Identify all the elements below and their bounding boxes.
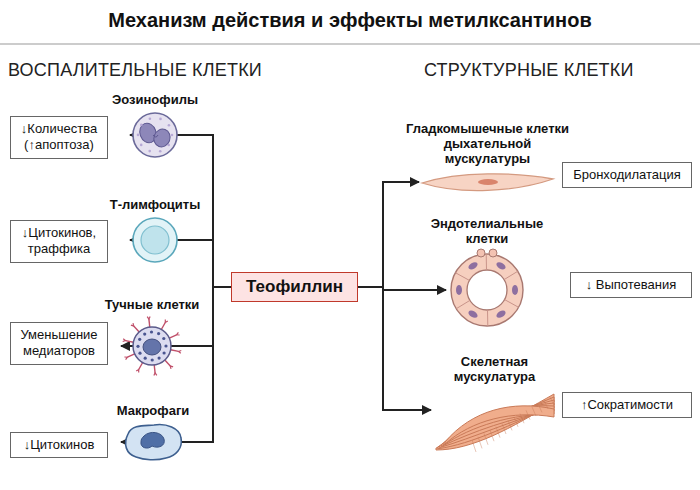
effect-text: ↓ Выпотевания [586,277,677,293]
drug-box: Теофиллин [231,272,358,302]
effect-text: ↓Количества (↑апоптоза) [16,121,102,154]
effect-box: Бронходилатация [562,162,692,188]
title-underline [0,43,700,44]
cell-name: Эозинофилы [112,93,198,108]
effect-text: ↓Цитокинов, траффика [16,225,102,258]
endothelial-cells-drawing [447,250,527,330]
effect-text: ↑Сократимости [581,397,673,413]
effect-box: Уменьшение медиаторов [10,322,108,365]
skeletal-muscle: Скелетная мускулатура [432,388,557,453]
cell-name: Скелетная мускулатура [440,355,550,385]
section-heading: ВОСПАЛИТЕЛЬНЫЕ КЛЕТКИ [8,60,262,81]
arrow-connector [358,182,419,287]
cell-name: Эндотелиальные клетки [425,217,550,247]
drug-name: Теофиллин [246,277,343,297]
eosinophil-cell: Эозинофилы [131,111,179,159]
arrow-connector [358,287,431,410]
endothelial-cells: Эндотелиальные клетки [447,250,527,330]
mast-cell: Тучные клетки [122,316,182,376]
t-lymphocyte-cell-drawing [131,216,179,264]
effect-text: ↓Цитокинов [24,437,95,453]
macrophage-cell-drawing [122,422,184,462]
skeletal-muscle-drawing [432,388,557,453]
cell-name: Т-лимфоциты [110,198,201,213]
effect-text: Уменьшение медиаторов [16,327,102,360]
mast-cell-drawing [122,316,182,376]
cell-name: Макрофаги [117,404,190,419]
effect-box: ↓Количества (↑апоптоза) [10,116,108,159]
effect-box: ↓Цитокинов, траффика [10,220,108,263]
cell-name: Тучные клетки [105,298,200,313]
section-heading: СТРУКТУРНЫЕ КЛЕТКИ [424,60,634,81]
diagram-title: Механизм действия и эффекты метилксантин… [0,9,700,32]
t-lymphocyte-cell: Т-лимфоциты [131,216,179,264]
cell-name: Гладкомышечные клетки дыхательной мускул… [400,122,575,167]
smooth-muscle-cell-drawing [420,170,555,194]
effect-text: Бронходилатация [573,167,681,183]
macrophage-cell: Макрофаги [122,422,184,462]
smooth-muscle-cell: Гладкомышечные клетки дыхательной мускул… [420,170,555,194]
effect-box: ↓Цитокинов [10,432,108,458]
eosinophil-cell-drawing [131,111,179,159]
effect-box: ↑Сократимости [562,392,692,418]
effect-box: ↓ Выпотевания [570,272,692,298]
